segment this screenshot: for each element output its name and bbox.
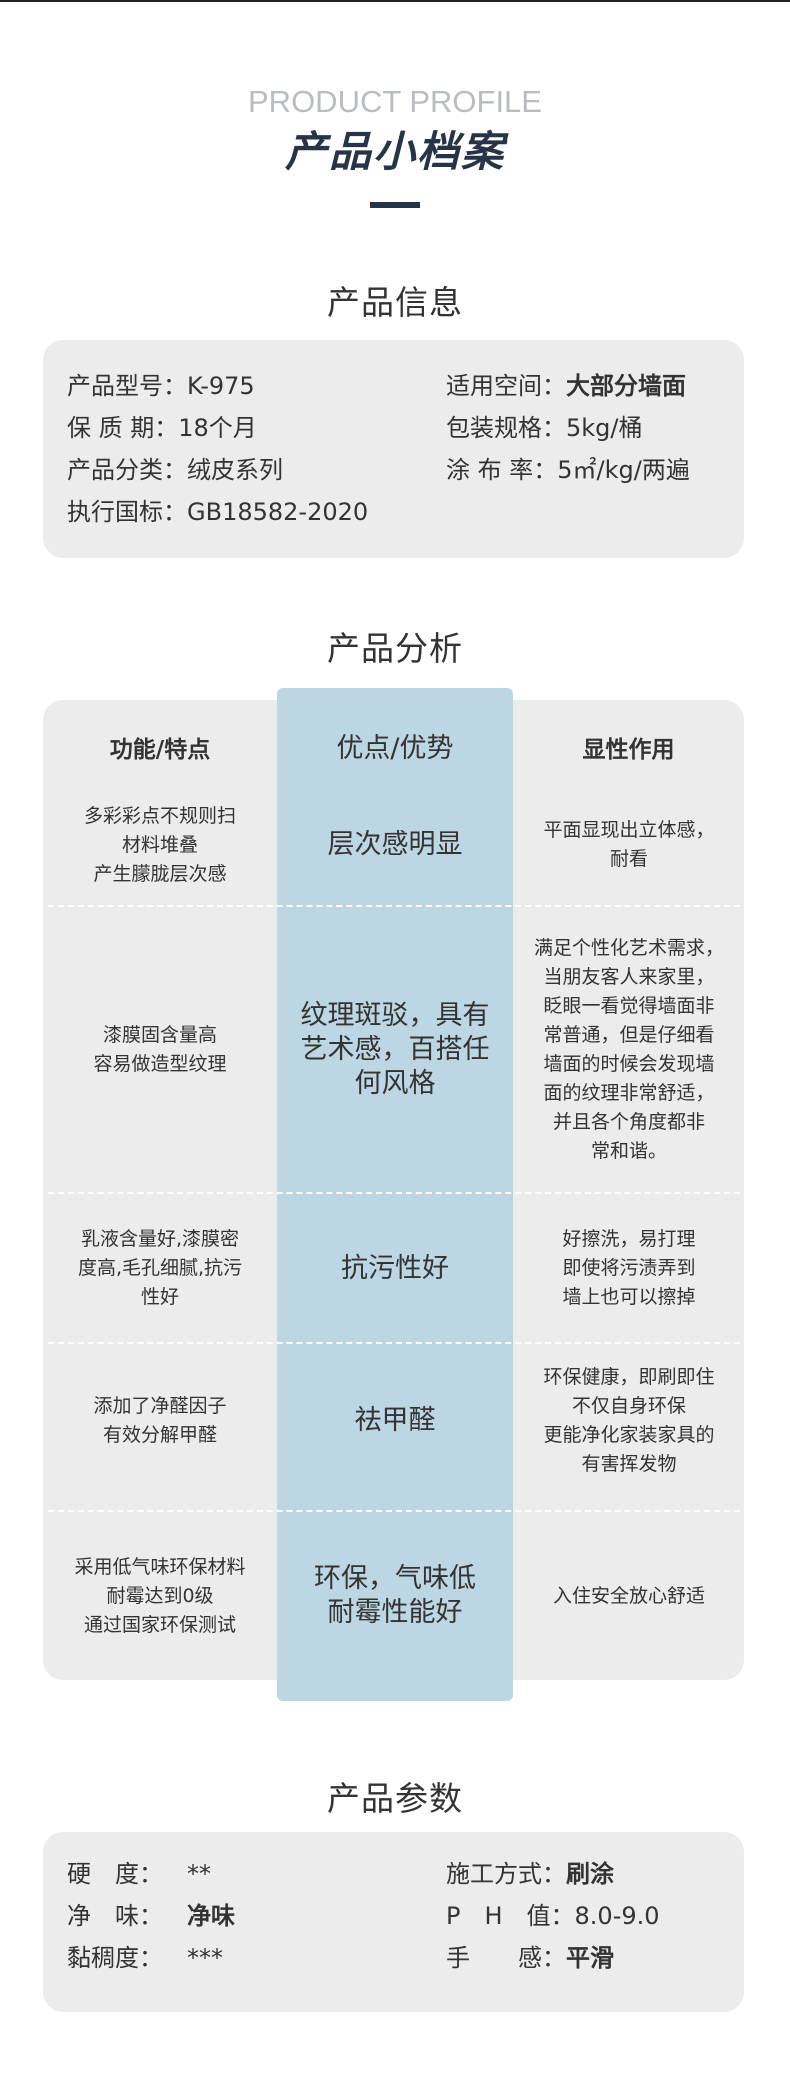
row1-advantage: 层次感明显 [327,829,463,860]
row1-effect: 平面显现出立体感， 耐看 [543,819,715,870]
row-divider [48,1192,740,1194]
header-advantage: 优点/优势 [336,733,454,764]
top-border [0,0,790,2]
param-application: 施工方式：刷涂 [446,1860,614,1888]
row2-effect: 满足个性化艺术需求， 当朋友客人来家里， 眨眼一看觉得墙面非 常普通，但是仔细看… [533,937,724,1162]
info-shelf-life: 保 质 期：18个月 [67,414,257,442]
info-standard: 执行国标：GB18582-2020 [67,498,369,526]
product-info-card: 产品型号：K-975 保 质 期：18个月 产品分类：绒皮系列 执行国标：GB1… [43,340,744,558]
profile-title-en: PRODUCT PROFILE [248,84,542,119]
row2-advantage: 纹理斑驳，具有 艺术感，百搭任 何风格 [300,1000,490,1099]
row3-feature: 乳液含量好,漆膜密 度高,毛孔细腻,抗污 性好 [77,1228,243,1308]
param-feel: 手 感：平滑 [446,1944,614,1972]
row5-feature: 采用低气味环保材料 耐霉达到0级 通过国家环保测试 [74,1555,246,1636]
info-space: 适用空间：大部分墙面 [446,372,686,400]
advantage-column-highlight [277,688,513,1701]
param-odor: 净 味：净味 [67,1902,235,1930]
info-model: 产品型号：K-975 [67,372,255,400]
row-divider [48,1342,740,1344]
info-package: 包装规格：5kg/桶 [446,414,643,442]
row-divider [48,1510,740,1512]
info-coverage: 涂 布 率：5㎡/kg/两遍 [446,456,690,484]
row4-advantage: 祛甲醛 [354,1405,436,1436]
product-info-title: 产品信息 [327,283,463,322]
row3-effect: 好擦洗，易打理 即使将污渍弄到 墙上也可以擦掉 [562,1228,696,1308]
row3-advantage: 抗污性好 [341,1252,449,1284]
row4-feature: 添加了净醛因子 有效分解甲醛 [93,1395,227,1446]
row2-feature: 漆膜固含量高 容易做造型纹理 [93,1024,227,1075]
header-feature: 功能/特点 [109,737,211,763]
param-viscosity: 黏稠度：*** [67,1944,223,1972]
param-ph: P H 值：8.0-9.0 [446,1902,660,1930]
row5-effect: 入住安全放心舒适 [552,1584,705,1607]
row4-effect: 环保健康，即刷即住 不仅自身环保 更能净化家装家具的 有害挥发物 [543,1366,715,1475]
row5-advantage: 环保，气味低 耐霉性能好 [314,1563,476,1628]
analysis-title: 产品分析 [327,629,463,668]
header-effect: 显性作用 [582,737,675,763]
params-card: 硬 度：** 净 味：净味 黏稠度：*** 施工方式：刷涂 P H 值：8.0-… [43,1832,744,2012]
params-title: 产品参数 [327,1779,463,1818]
row-divider [48,905,740,907]
profile-title-cn: 产品小档案 [284,127,505,176]
title-underline [370,202,420,208]
row1-feature: 多彩彩点不规则扫 材料堆叠 产生朦胧层次感 [83,804,236,885]
param-hardness: 硬 度：** [67,1860,211,1888]
info-category: 产品分类：绒皮系列 [67,456,283,484]
